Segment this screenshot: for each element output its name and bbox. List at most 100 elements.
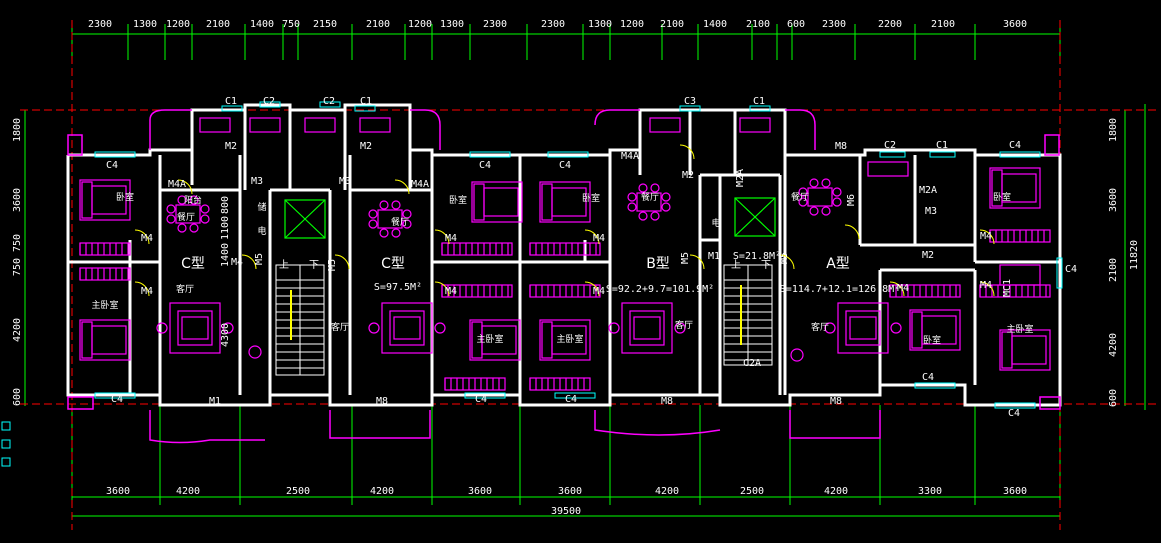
door-label: M2 [682,170,694,181]
door-label: M4A [411,179,429,190]
dim-bottom-label: 2500 [286,486,310,497]
stair-cores [275,264,773,376]
stair-handrail [290,285,742,345]
dim-bottom-label: 4200 [176,486,200,497]
dim-right-label: 2100 [1108,258,1119,282]
window-label: C3 [684,96,696,107]
room-label: 卧室 [449,194,467,206]
door-label: M5 [254,253,265,265]
dim-top-label: 1400 [250,19,274,30]
dim-left-label: 4200 [12,318,23,342]
unit-type-label: B型 [646,256,670,272]
stair-direction-label: 上 [731,259,741,271]
dim-top-label: 1200 [620,19,644,30]
dimension-lines [24,24,1146,517]
door-label: M8 [661,396,673,407]
door-label: M4 [593,286,605,297]
dim-right-label: 3600 [1108,188,1119,212]
dim-bottom-label: 4200 [655,486,679,497]
dim-top-label: 2100 [660,19,684,30]
room-label: 阳台 [184,194,202,206]
dim-top-label: 2100 [366,19,390,30]
area-label: S=114.7+12.1=126.8M² [780,284,900,295]
dim-top-label: 2100 [931,19,955,30]
dim-left-label: 1800 [12,118,23,142]
door-label: M5 [327,259,338,271]
windows [94,101,1063,409]
door-label: M4A [168,179,186,190]
dim-left-label: 750 750 [12,234,23,276]
dim-top-label: 1200 [166,19,190,30]
door-label: M4 [980,231,992,242]
room-label: 客厅 [331,321,349,333]
dim-top-label: 750 [282,19,300,30]
door-label: M1 [209,396,221,407]
door-label: M4 [897,283,909,294]
window-label: C2A [743,358,761,369]
door-label: M6 [846,194,857,206]
elevators [284,197,776,239]
dim-top-label: 2300 [483,19,507,30]
area-label: S=92.2+9.7=101.9M² [606,284,714,295]
toolbar-swatches[interactable] [1,421,11,467]
dimension-labels: 2300 1300 1200 2100 1400 750 2150 2100 1200 1300 2… [12,19,1140,517]
door-label: M8 [835,141,847,152]
shaft-label: 储 [257,201,266,213]
door-swings [134,144,995,297]
dim-right-total: 11820 [1129,240,1140,270]
door-label: M4 [445,233,457,244]
dim-top-label: 600 [787,19,805,30]
room-label: 客厅 [675,319,693,331]
stair-direction-label: 下 [761,260,771,271]
unit-type-label: A型 [826,256,850,272]
dim-top-label: 2150 [313,19,337,30]
dim-right-label: 1800 [1108,118,1119,142]
door-label: M4A [621,151,639,162]
door-label: M2 [225,141,237,152]
dim-right-label: 4200 [1108,333,1119,357]
room-label: 卧室 [582,192,600,204]
door-label: M5 [680,252,691,264]
door-label: M8 [376,396,388,407]
window-label: C2 [884,140,896,151]
dim-top-label: 1400 [703,19,727,30]
area-label: S=21.8M² [733,251,781,262]
door-label: M2A [919,185,937,196]
dim-top-label: 2100 [206,19,230,30]
dim-top-label: 1200 [408,19,432,30]
meter-label: 电 [257,225,266,237]
room-label: 主卧室 [476,333,503,345]
room-label: 客厅 [176,283,194,295]
meter-label: 电 [711,217,720,229]
dim-left-label: 3600 [12,188,23,212]
dim-bottom-label: 3600 [106,486,130,497]
axis-lines [20,20,1160,530]
window-label: C4 [559,160,571,171]
door-label: M3 [339,176,351,187]
window-label: C1 [225,96,237,107]
dim-top-label: 1300 [440,19,464,30]
furniture [79,117,1051,391]
room-label: 餐厅 [641,191,659,203]
room-label: 餐厅 [391,216,409,228]
balconies [67,109,1061,444]
window-label: C1 [360,96,372,107]
room-label: 卧室 [116,191,134,203]
door-label: M3 [925,206,937,217]
door-label: M4 [445,286,457,297]
room-label: 卧室 [993,191,1011,203]
inner-dim-label: 1400 [220,243,231,267]
dim-top-label: 1300 [133,19,157,30]
window-label: C2 [263,96,275,107]
dim-top-label: 1300 [588,19,612,30]
dim-bottom-label: 3600 [1003,486,1027,497]
door-label: M8 [830,396,842,407]
dim-bottom-label: 4200 [370,486,394,497]
dim-bottom-label: 2500 [740,486,764,497]
unit-type-label: C型 [181,256,205,272]
dim-top-label: 2100 [746,19,770,30]
door-label: M4 [593,233,605,244]
door-label: M2 [360,141,372,152]
room-label: 卧室 [923,334,941,346]
